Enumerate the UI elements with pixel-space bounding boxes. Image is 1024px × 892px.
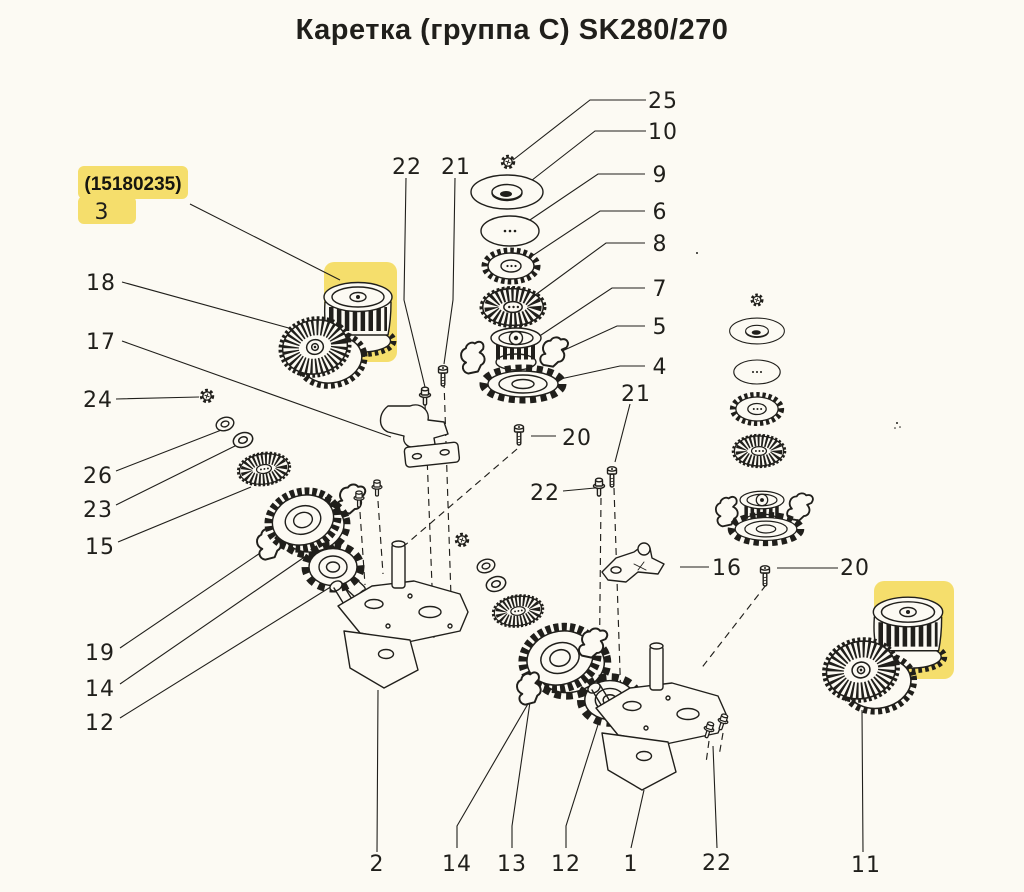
left-plate-assembly <box>252 479 469 689</box>
part-20-screw-middle <box>513 424 525 446</box>
part-label-13-27: 13 <box>497 852 527 877</box>
part-label-26-14: 26 <box>83 464 113 489</box>
part-label-23-15: 23 <box>83 498 113 523</box>
highlight-box-part-code <box>78 166 188 199</box>
toothed-washer <box>733 395 781 423</box>
part-label-8-4: 8 <box>653 232 668 257</box>
part-label-17-12: 17 <box>86 330 116 355</box>
part-7-gear-cage <box>491 328 541 370</box>
part-23-washer <box>230 429 256 451</box>
washer <box>474 556 498 576</box>
part-5-spring-clip-left <box>457 339 490 376</box>
part-label-25-0: 25 <box>648 89 678 114</box>
part-10-dished-washer <box>470 174 544 210</box>
scan-speckles <box>696 252 901 429</box>
part-label-21-21: 21 <box>621 382 651 407</box>
part-label-19-17: 19 <box>85 641 115 666</box>
part-20-screw-right <box>759 565 771 587</box>
part-9-disc <box>480 215 540 247</box>
part-22-bolt-top <box>418 386 432 406</box>
leader-lines <box>115 99 864 853</box>
part-17-lever <box>379 404 461 469</box>
toothed-wheel <box>492 593 545 629</box>
part-label-6-3: 6 <box>653 200 668 225</box>
washer <box>483 573 509 595</box>
part-label-20-24: 20 <box>840 556 870 581</box>
nut <box>750 293 764 307</box>
assembly-axis-lines <box>359 380 767 764</box>
bottom-right-gear-group <box>819 597 944 720</box>
part-label-7-5: 7 <box>653 277 668 302</box>
left-small-parts <box>199 388 292 488</box>
part-label-16-23: 16 <box>712 556 742 581</box>
part-label-22-8: 22 <box>392 155 422 180</box>
center-stack <box>457 154 570 400</box>
bevel-gear <box>732 516 801 542</box>
part-21-screw-middle <box>606 466 618 488</box>
turbine-wheel <box>733 436 784 467</box>
part-label-22-30: 22 <box>702 851 732 876</box>
left-gear-group <box>275 283 461 469</box>
part-label-12-19: 12 <box>85 711 115 736</box>
part-label-1-29: 1 <box>624 852 639 877</box>
part-4-bevel-gear <box>484 369 562 399</box>
part-26-washer <box>213 414 237 434</box>
part-label-20-20: 20 <box>562 426 592 451</box>
part-label-22-22: 22 <box>530 481 560 506</box>
part-label-3-10: 3 <box>95 200 110 225</box>
highlight-box-part-number <box>78 196 136 224</box>
highlighted-part-code: (15180235) <box>84 174 181 195</box>
part-1-carriage-plate <box>585 642 727 791</box>
part-label-18-11: 18 <box>86 271 116 296</box>
part-24-nut <box>199 388 215 404</box>
dished-washer <box>729 317 785 345</box>
part-22-bolt-middle <box>592 477 606 497</box>
part-label-24-13: 24 <box>83 388 113 413</box>
part-label-10-1: 10 <box>648 120 678 145</box>
part-label-14-18: 14 <box>85 677 115 702</box>
part-16-lever <box>601 542 665 583</box>
part-21-screw-top <box>437 365 449 387</box>
part-label-9-2: 9 <box>653 163 668 188</box>
part-label-14-26: 14 <box>442 852 472 877</box>
part-label-12-28: 12 <box>551 852 581 877</box>
part-label-2-25: 2 <box>370 852 385 877</box>
page-title: Каретка (группа C) SK280/270 <box>295 14 729 46</box>
part-label-4-7: 4 <box>653 355 668 380</box>
nut <box>454 532 470 548</box>
part-8-turbine-wheel <box>482 288 545 326</box>
disc <box>733 359 781 385</box>
part-5-spring-clip-right <box>538 334 570 370</box>
right-plate-assembly <box>514 618 731 791</box>
right-stack <box>712 293 815 542</box>
part-15-toothed-wheel <box>237 450 292 488</box>
part-label-21-9: 21 <box>441 155 471 180</box>
bolt <box>371 479 383 497</box>
part-25-nut <box>500 154 516 170</box>
part-label-11-31: 11 <box>851 853 881 878</box>
part-6-toothed-washer <box>485 251 537 281</box>
part-label-5-6: 5 <box>653 315 668 340</box>
middle-small-parts <box>454 532 545 630</box>
part-label-15-16: 15 <box>85 535 115 560</box>
